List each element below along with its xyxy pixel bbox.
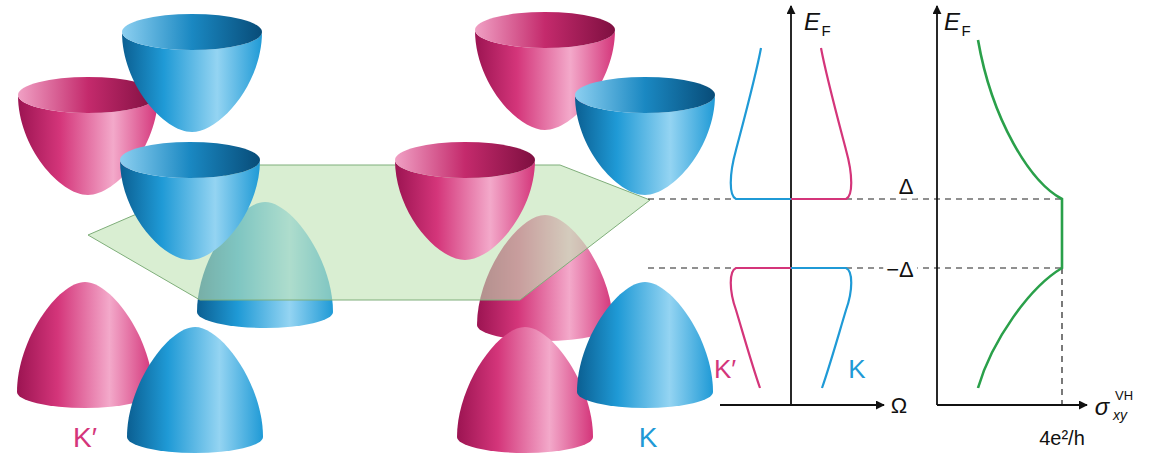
axis-label: Ω	[891, 394, 907, 417]
axis-label: σ	[1095, 394, 1109, 419]
valence-dome	[127, 327, 263, 453]
value-label: 4e²/h	[1039, 428, 1085, 449]
valley-label: K′	[73, 423, 97, 452]
berry-curve	[731, 268, 791, 388]
conduction-cone	[120, 142, 260, 260]
axis	[790, 6, 792, 405]
berry-curve	[731, 48, 791, 199]
gap-line	[648, 198, 1062, 199]
valley-label: K	[639, 423, 658, 452]
valley-label: K′	[714, 356, 736, 383]
axis-superscript: VH	[1115, 389, 1133, 403]
axis-subscript: xy	[1113, 408, 1127, 423]
energy-label: −Δ	[883, 258, 917, 281]
berry-curve	[791, 48, 851, 199]
berry-curve	[791, 268, 851, 388]
valence-dome	[577, 282, 713, 408]
axis	[937, 404, 1087, 406]
axis	[936, 6, 938, 405]
valence-dome	[17, 282, 153, 408]
conduction-cone	[575, 77, 715, 195]
axis-label: E	[804, 9, 820, 34]
axis	[720, 404, 884, 406]
axis-subscript: F	[961, 23, 970, 39]
axis-label: E	[944, 9, 960, 34]
energy-label: Δ	[896, 175, 917, 198]
conductivity-curve	[978, 40, 1062, 388]
valley-label: K	[848, 356, 865, 383]
conduction-cone	[122, 14, 262, 132]
gap-line	[648, 267, 1062, 268]
plateau-line	[1061, 268, 1062, 405]
valence-dome	[457, 327, 593, 453]
axis-subscript: F	[821, 23, 830, 39]
conduction-cone	[395, 142, 535, 260]
